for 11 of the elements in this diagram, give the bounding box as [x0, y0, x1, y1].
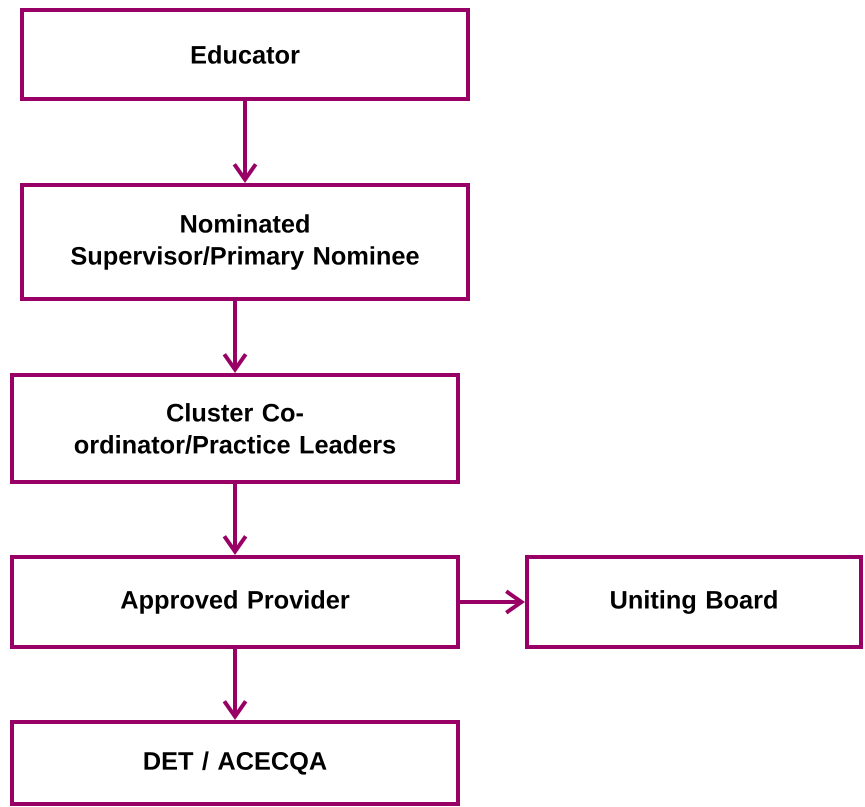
arrow	[222, 484, 248, 555]
process-box: Approved Provider	[10, 555, 460, 649]
arrow	[460, 590, 525, 614]
arrow	[232, 101, 258, 183]
process-box: Educator	[20, 8, 470, 102]
process-box: Uniting Board	[525, 555, 863, 649]
process-box: Nominated Supervisor/Primary Nominee	[20, 183, 470, 301]
arrow	[222, 649, 248, 720]
process-box: DET / ACECQA	[10, 720, 460, 806]
arrow	[222, 301, 248, 374]
process-box: Cluster Co-ordinator/Practice Leaders	[10, 373, 460, 484]
